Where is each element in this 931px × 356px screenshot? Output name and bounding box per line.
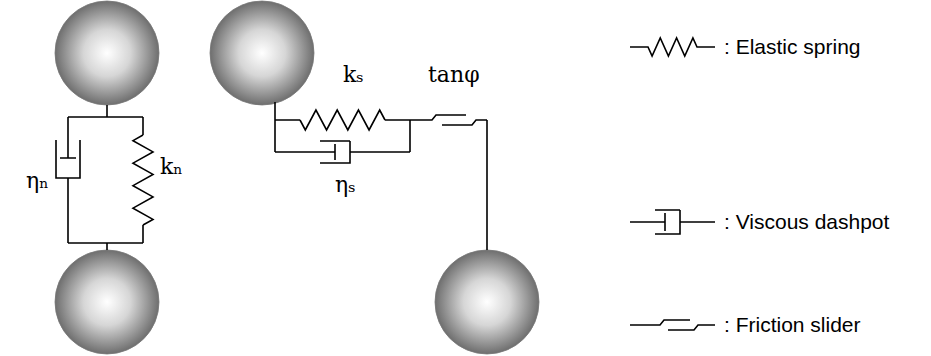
parameter-label: kₛ xyxy=(343,62,364,88)
spring-symbol xyxy=(133,135,153,225)
parameter-label: tanφ xyxy=(428,62,480,88)
particle xyxy=(55,250,159,354)
parameter-label: ηₛ xyxy=(335,172,356,198)
particle xyxy=(435,250,539,354)
wire xyxy=(275,102,410,152)
friction-slider-symbol xyxy=(410,115,487,250)
spring-symbol xyxy=(630,38,715,56)
friction-slider-symbol xyxy=(630,320,715,330)
dashpot-symbol xyxy=(275,141,410,163)
parameter-label: kₙ xyxy=(160,154,183,180)
legend-text: : Viscous dashpot xyxy=(724,209,889,234)
spring-symbol xyxy=(300,110,385,130)
dashpot-symbol xyxy=(56,117,80,243)
legend-text: : Elastic spring xyxy=(724,34,861,59)
parameter-label: ηₙ xyxy=(26,168,49,194)
particle xyxy=(210,1,314,105)
dashpot-symbol xyxy=(630,210,715,234)
legend-text: : Friction slider xyxy=(724,312,861,337)
particle xyxy=(55,1,159,105)
